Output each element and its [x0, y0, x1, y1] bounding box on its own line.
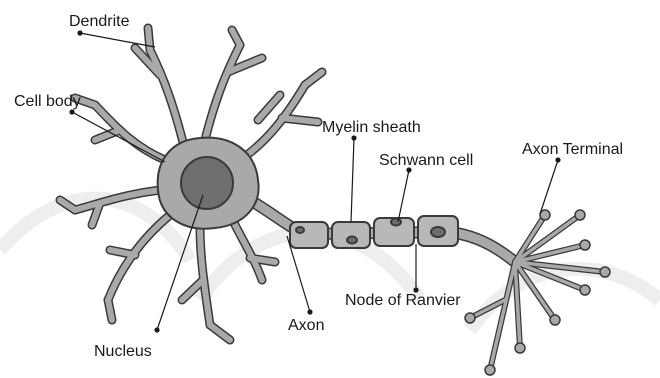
label-axon-terminal: Axon Terminal [522, 141, 623, 158]
label-nucleus: Nucleus [94, 343, 152, 360]
label-axon: Axon [288, 317, 324, 334]
schwann-cells [290, 216, 458, 248]
label-node-of-ranvier: Node of Ranvier [345, 292, 461, 309]
label-myelin-sheath: Myelin sheath [322, 119, 421, 136]
schwann-cell-4 [418, 216, 458, 246]
nucleus-shape [181, 157, 233, 209]
cell-body-leader [70, 110, 165, 162]
schwann-cell-2 [332, 222, 370, 248]
schwann-cell-1 [290, 222, 328, 248]
myelin-sheath-leader [351, 136, 356, 222]
schwann-cell-3 [374, 218, 414, 246]
axon-terminal-leader [540, 158, 560, 214]
label-schwann-cell: Schwann cell [379, 152, 473, 169]
label-dendrite: Dendrite [69, 13, 130, 30]
schwann-cell-leader [398, 168, 411, 222]
dendrite-leader [78, 31, 155, 47]
label-cell-body: Cell body [14, 93, 81, 110]
